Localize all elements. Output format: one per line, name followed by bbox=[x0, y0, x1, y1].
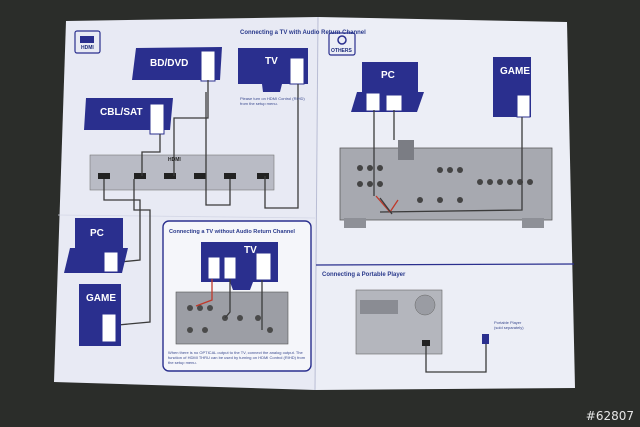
game-label: GAME bbox=[86, 293, 116, 304]
tv-label: TV bbox=[265, 56, 278, 67]
bd-dvd-label: BD/DVD bbox=[150, 58, 189, 69]
pc-right-label: PC bbox=[381, 70, 395, 81]
portable-note: Portable Player (sold separately) bbox=[494, 320, 524, 330]
left-fold bbox=[57, 214, 316, 219]
pc-laptop bbox=[75, 218, 123, 248]
no-arc-cables bbox=[195, 279, 263, 330]
right-cables bbox=[373, 110, 523, 215]
no-arc-title: Connecting a TV without Audio Return Cha… bbox=[169, 229, 295, 235]
watermark: #62807 bbox=[585, 409, 634, 423]
portable-title: Connecting a Portable Player bbox=[322, 272, 406, 278]
center-fold bbox=[314, 16, 319, 391]
portable-cable bbox=[425, 343, 487, 373]
portable-player bbox=[482, 334, 489, 344]
hdmi-icon-label: HDMI bbox=[81, 45, 94, 51]
pc-laptop-right bbox=[362, 62, 418, 92]
arc-note: Please turn on HDMI Control (RIHD) from … bbox=[240, 96, 305, 106]
bd-dvd-device bbox=[132, 47, 222, 80]
receiver-back-panel bbox=[339, 147, 553, 221]
receiver-hdmi-label: HDMI bbox=[168, 157, 181, 163]
hdmi-ports bbox=[98, 173, 269, 179]
others-icon-label: OTHERS bbox=[331, 48, 352, 54]
no-arc-receiver bbox=[175, 291, 289, 345]
others-icon bbox=[328, 32, 356, 56]
cbl-sat-label: CBL/SAT bbox=[100, 107, 143, 118]
arc-title: Connecting a TV with Audio Return Channe… bbox=[240, 30, 366, 36]
left-cables bbox=[103, 80, 299, 326]
right-divider bbox=[315, 263, 575, 266]
receiver-hdmi-panel bbox=[89, 154, 275, 191]
hdmi-icon bbox=[74, 30, 101, 54]
pc-label: PC bbox=[90, 228, 104, 239]
no-arc-tv-label: TV bbox=[244, 245, 257, 256]
no-arc-note: When there is no OPTICAL output to the T… bbox=[168, 350, 306, 365]
game-right-label: GAME bbox=[500, 66, 530, 77]
